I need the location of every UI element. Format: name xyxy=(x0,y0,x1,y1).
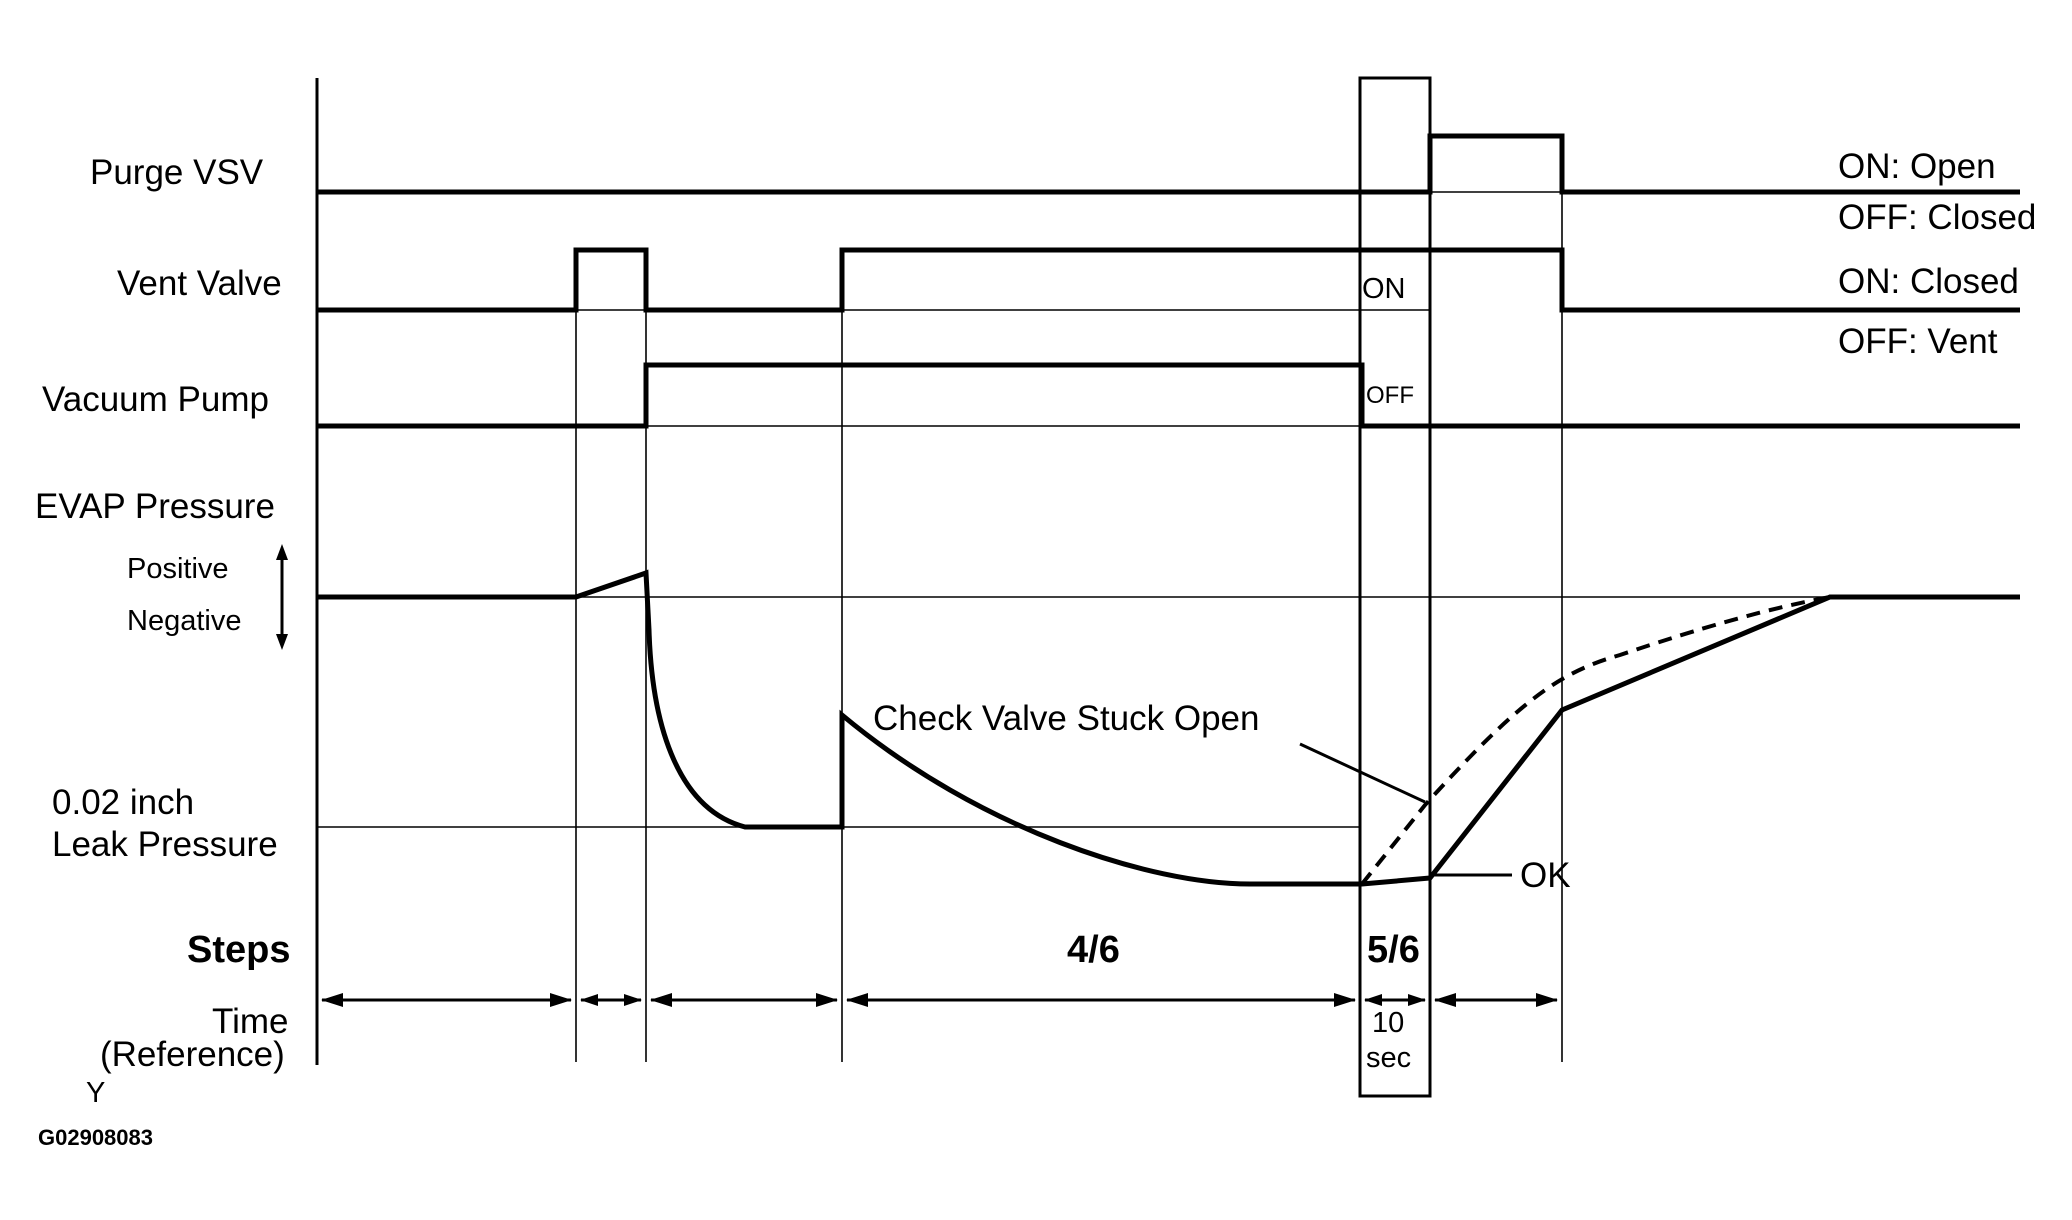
vacuum-pump-label: Vacuum Pump xyxy=(42,380,269,419)
leak-pressure-label-2: Leak Pressure xyxy=(52,825,278,864)
vent-valve-trace xyxy=(317,247,2020,313)
evap-pressure-curve xyxy=(317,569,2020,887)
vent-on-state: ON: Closed xyxy=(1838,262,2019,301)
window-off-label: OFF xyxy=(1366,382,1414,409)
step-5-label: 5/6 xyxy=(1367,929,1420,971)
purge-off-state: OFF: Closed xyxy=(1838,198,2036,237)
purge-vsv-label: Purge VSV xyxy=(90,153,264,192)
figure-code: G02908083 xyxy=(38,1125,153,1150)
pos-neg-arrow xyxy=(276,544,288,650)
negative-label: Negative xyxy=(127,605,241,637)
vacuum-pump-trace xyxy=(317,362,2020,429)
step-4-label: 4/6 xyxy=(1067,929,1120,971)
stuck-open-annotation: Check Valve Stuck Open xyxy=(873,699,1260,738)
purge-vsv-trace xyxy=(317,133,2020,195)
positive-label: Positive xyxy=(127,553,229,585)
steps-label: Steps xyxy=(187,929,290,971)
window-on-label: ON xyxy=(1362,273,1406,305)
leak-pressure-label-1: 0.02 inch xyxy=(52,783,194,822)
step-5-window xyxy=(1358,76,1432,1098)
time-label-2: (Reference) xyxy=(100,1035,285,1074)
stuck-open-curve xyxy=(1360,595,1831,886)
vent-valve-label: Vent Valve xyxy=(117,264,282,303)
time-label-1: Time xyxy=(212,1002,288,1041)
stuck-open-leader xyxy=(1299,742,1426,804)
vent-off-state: OFF: Vent xyxy=(1838,322,1998,361)
ok-annotation: OK xyxy=(1520,856,1571,895)
y-mark: Y xyxy=(86,1077,105,1109)
time-arrows xyxy=(321,993,1558,1007)
window-time-2: sec xyxy=(1366,1042,1411,1074)
step-dividers xyxy=(575,188,1563,1062)
window-time-1: 10 xyxy=(1372,1007,1404,1039)
purge-on-state: ON: Open xyxy=(1838,147,1996,186)
evap-pressure-label: EVAP Pressure xyxy=(35,487,275,526)
